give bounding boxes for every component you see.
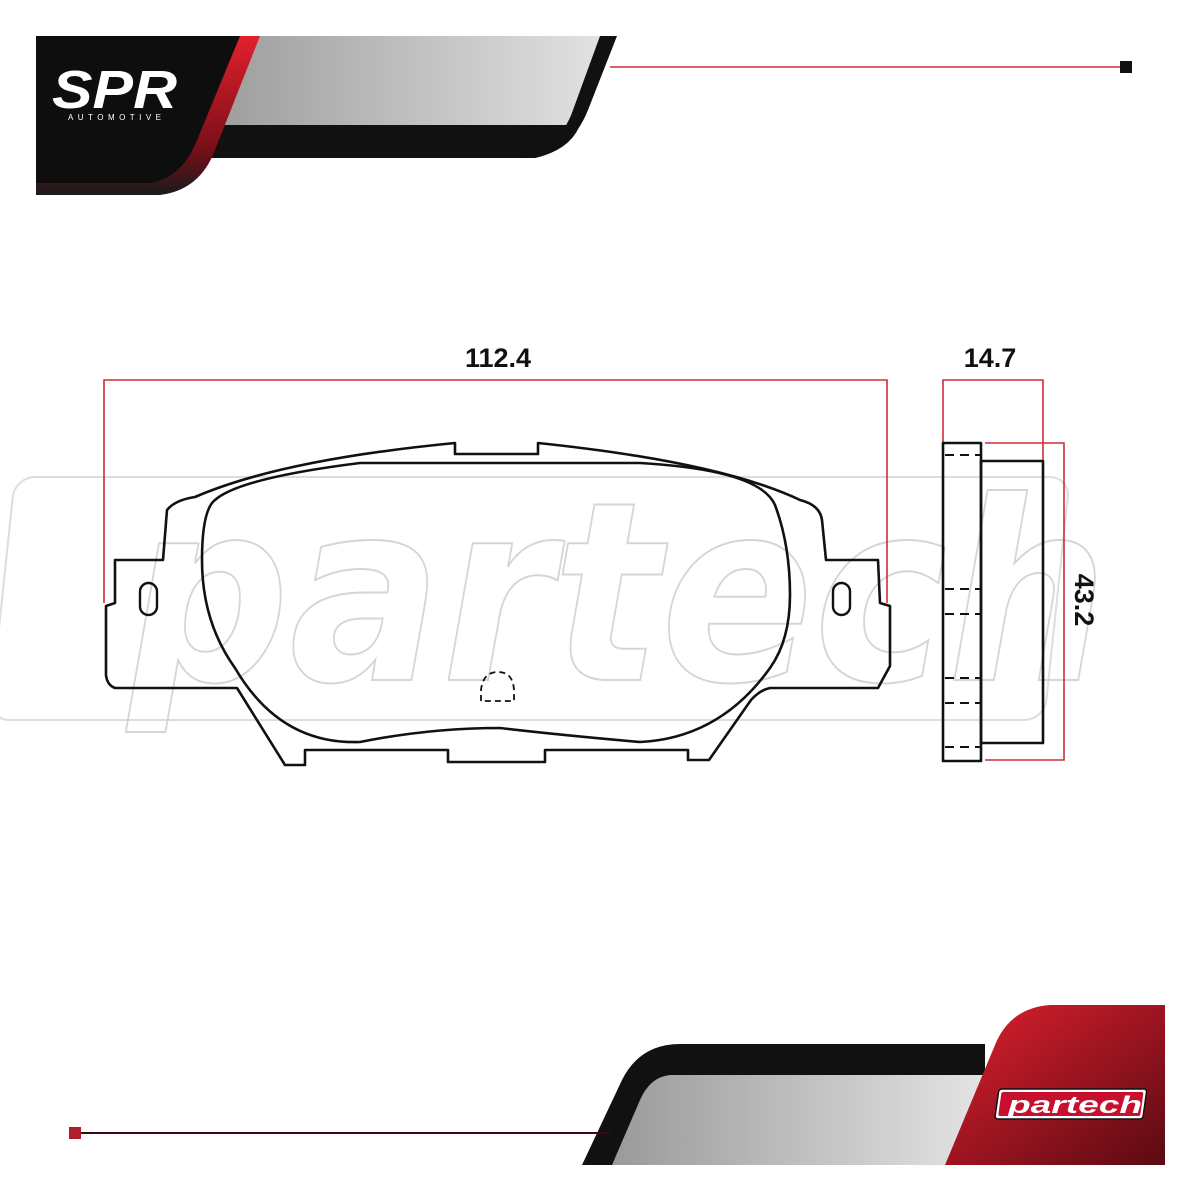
top-banner: SPR AUTOMOTIVE — [36, 36, 617, 195]
side-friction-block — [979, 459, 1045, 745]
bottom-banner-grey — [612, 1075, 985, 1165]
partech-logo-inner — [998, 1092, 1144, 1116]
brake-pad-side-view — [941, 441, 1045, 763]
width-dimension-line — [103, 379, 888, 603]
top-banner-black-band — [200, 125, 580, 158]
frame-lines — [69, 61, 1132, 1139]
watermark-frame — [0, 476, 1069, 721]
side-shim-dashes — [945, 454, 980, 748]
spr-logo: SPR — [52, 60, 177, 120]
friction-material-outline — [200, 461, 792, 744]
top-banner-black-logo — [36, 36, 240, 183]
width-dimension-label: 112.4 — [465, 343, 531, 373]
spr-logo-subtitle: AUTOMOTIVE — [68, 113, 164, 122]
height-dimension-line — [985, 442, 1065, 761]
backing-plate-outline — [104, 441, 892, 767]
watermark: partech — [0, 447, 1109, 740]
bottom-banner: partech — [582, 1005, 1165, 1165]
thickness-dimension-label: 14.7 — [964, 343, 1017, 373]
dimension-lines: 112.4 14.7 43.2 — [103, 343, 1099, 761]
top-banner-black-right — [520, 36, 617, 158]
brake-pad-front-view — [104, 441, 892, 767]
wear-indicator — [480, 671, 515, 702]
watermark-text: partech — [125, 448, 1108, 739]
frame-corner-top-right — [1120, 61, 1132, 73]
thickness-dimension-line — [942, 379, 1044, 460]
top-banner-grey — [200, 36, 615, 125]
height-dimension-label: 43.2 — [1069, 574, 1099, 627]
right-mounting-hole — [831, 581, 852, 617]
partech-logo: partech — [1006, 1092, 1142, 1119]
bottom-banner-red — [945, 1005, 1165, 1165]
left-mounting-hole — [138, 581, 159, 617]
frame-corner-bottom-left — [69, 1127, 81, 1139]
